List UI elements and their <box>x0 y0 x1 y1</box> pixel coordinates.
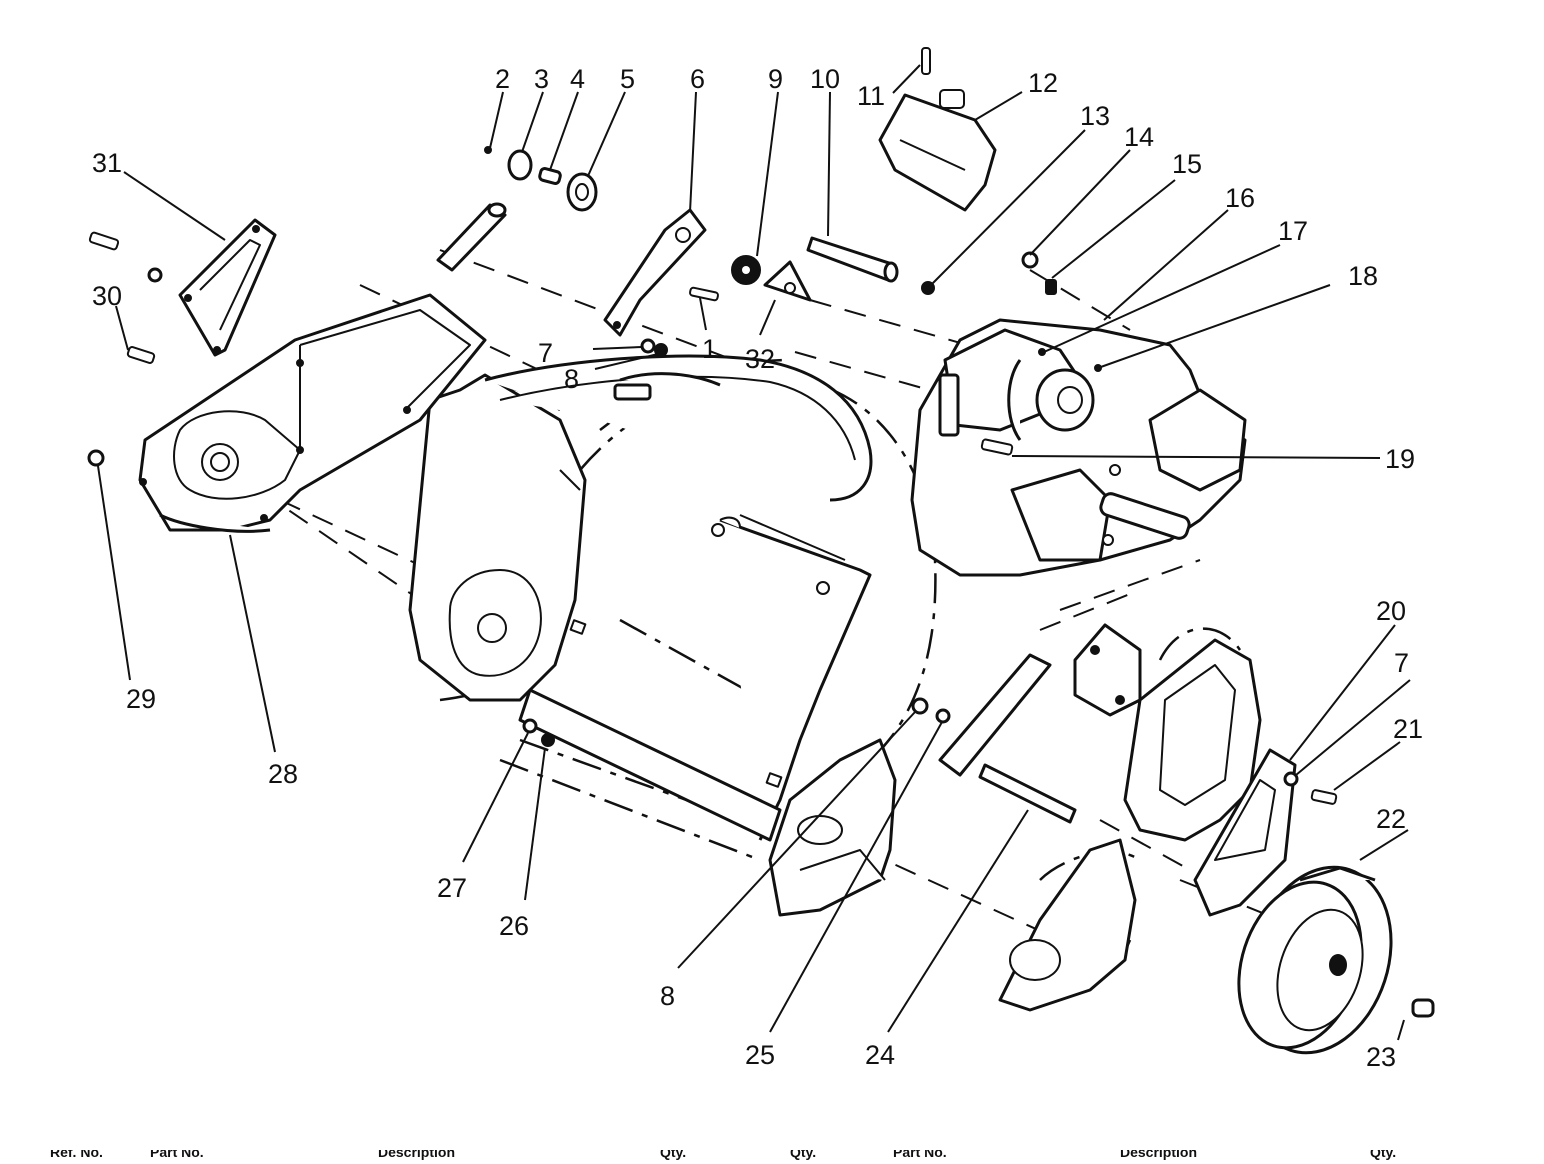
callout-31: 31 <box>92 148 122 178</box>
callout-29: 29 <box>126 684 156 714</box>
header-part-no: Part No. <box>150 1150 204 1160</box>
callout-3: 3 <box>534 64 549 94</box>
callout-10: 10 <box>810 64 840 94</box>
callout-6: 6 <box>690 64 705 94</box>
callout-9: 9 <box>768 64 783 94</box>
part-23-hubcap <box>1411 998 1435 1018</box>
leader-lines <box>97 64 1411 1041</box>
housing-side-panel <box>768 738 897 917</box>
callout-7-upper: 7 <box>538 338 553 368</box>
roller-tube <box>436 202 507 272</box>
callout-28: 28 <box>268 759 298 789</box>
belt-guard-lower <box>998 838 1137 1012</box>
callout-23: 23 <box>1366 1042 1396 1072</box>
part-32-plate <box>763 260 812 302</box>
part-7-washer-right <box>1283 771 1299 787</box>
part-14-knob <box>1021 251 1039 269</box>
bracket-31 <box>178 218 277 357</box>
callout-7-lower: 7 <box>1394 648 1409 678</box>
callout-labels: 2 3 4 5 6 9 10 11 12 13 14 15 16 17 18 1… <box>92 64 1423 1072</box>
header-description-2: Description <box>1120 1150 1198 1160</box>
header-part-no-2: Part No. <box>893 1150 947 1160</box>
callout-5: 5 <box>620 64 635 94</box>
part-6-arm <box>603 208 707 337</box>
bolt-30-upper <box>88 231 163 283</box>
part-15-clip <box>1045 279 1057 295</box>
callout-22: 22 <box>1376 804 1406 834</box>
callout-16: 16 <box>1225 183 1255 213</box>
callout-24: 24 <box>865 1040 895 1070</box>
parts-26-27-nuts <box>522 718 555 747</box>
header-ref-no: Ref. No. <box>50 1150 103 1160</box>
callout-25: 25 <box>745 1040 775 1070</box>
header-qty-2: Qty. <box>790 1150 817 1160</box>
callout-26: 26 <box>499 911 529 941</box>
part-21-bolt <box>1310 789 1338 805</box>
bolt-30 <box>126 346 156 364</box>
callout-13: 13 <box>1080 101 1110 131</box>
part-20-bracket <box>1193 748 1297 917</box>
part-5-pulley <box>566 172 598 212</box>
belt-cover <box>1123 638 1262 842</box>
part-9-sprocket <box>731 255 761 285</box>
left-side-plate <box>138 293 487 533</box>
part-19-bolt <box>980 438 1014 456</box>
callout-11: 11 <box>857 81 885 111</box>
callout-19: 19 <box>1385 444 1415 474</box>
callout-14: 14 <box>1124 122 1154 152</box>
parts-table-header-cropped: Ref. No. Part No. Description Qty. Qty. … <box>0 1150 1544 1164</box>
callout-8-upper: 8 <box>564 364 579 394</box>
motor-assembly <box>910 318 1247 577</box>
callout-8-lower: 8 <box>660 981 675 1011</box>
header-description: Description <box>378 1150 456 1160</box>
idler-tube <box>938 653 1052 777</box>
callout-32: 32 <box>745 344 775 374</box>
part-1-bolt <box>689 286 719 302</box>
nut-29 <box>87 449 105 467</box>
auger-housing <box>408 354 873 842</box>
callout-21: 21 <box>1393 714 1423 744</box>
callout-4: 4 <box>570 64 585 94</box>
part-24-axle <box>978 763 1077 824</box>
callout-17: 17 <box>1278 216 1308 246</box>
part-8-nut <box>654 343 668 357</box>
part-22-wheel <box>1237 865 1393 1055</box>
bearing-plate <box>1073 623 1142 717</box>
part-10-shaft <box>806 236 899 283</box>
header-qty-3: Qty. <box>1370 1150 1397 1160</box>
parts-25-8-nuts <box>911 697 951 724</box>
callout-1: 1 <box>702 334 717 364</box>
part-12-switch <box>878 89 997 212</box>
part-2-pin <box>484 146 492 154</box>
header-qty-1: Qty. <box>660 1150 687 1160</box>
callout-2: 2 <box>495 64 510 94</box>
part-13-nut <box>921 281 935 295</box>
part-3-washer <box>507 149 533 181</box>
part-11-screw <box>921 47 931 75</box>
callout-15: 15 <box>1172 149 1202 179</box>
part-7-washer <box>640 338 656 354</box>
callout-30: 30 <box>92 281 122 311</box>
callout-18: 18 <box>1348 261 1378 291</box>
callout-20: 20 <box>1376 596 1406 626</box>
callout-27: 27 <box>437 873 467 903</box>
part-4-spacer <box>538 167 562 185</box>
callout-12: 12 <box>1028 68 1058 98</box>
